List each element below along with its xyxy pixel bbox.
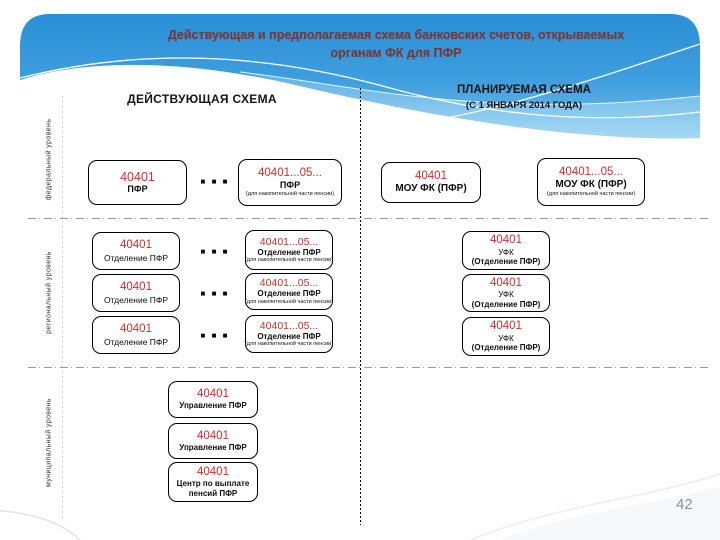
level-label-municipal: муниципальный уровень — [45, 398, 53, 487]
planned-scheme-header: ПЛАНИРУЕМАЯ СХЕМА — [457, 84, 591, 96]
account-number: 40401 — [120, 281, 152, 294]
account-holder: МОУ ФК (ПФР) — [395, 183, 467, 195]
account-box-upravlenie-2: 40401 Управление ПФР — [168, 423, 258, 459]
account-box-payment-center: 40401 Центр по выплате пенсий ПФР — [168, 462, 258, 502]
account-number: 40401...05... — [259, 277, 319, 290]
header-wave-decoration — [19, 14, 701, 139]
account-holder: УФК — [498, 247, 514, 257]
account-box-ufk-2: 40401 УФК (Отделение ПФР) — [462, 274, 550, 312]
account-holder: ПФР — [279, 180, 301, 191]
ellipsis-regional-1: ■ ■ ■ — [200, 247, 230, 256]
account-number: 40401...05... — [559, 165, 623, 178]
level-label-regional: региональный уровень — [45, 251, 53, 334]
account-box-federal-pfr-multi: 40401...05... ПФР (для накопительной час… — [238, 159, 342, 206]
account-holder: Отделение ПФР — [257, 331, 321, 341]
account-number: 40401 — [415, 169, 447, 182]
account-note: (для накопительной части пенсии) — [244, 257, 334, 264]
account-holder: Отделение ПФР — [103, 294, 169, 305]
account-number: 40401 — [490, 320, 522, 333]
account-number: 40401 — [120, 323, 152, 336]
account-box-federal-mou: 40401 МОУ ФК (ПФР) — [381, 162, 481, 203]
account-holder: Отделение ПФР — [257, 289, 321, 299]
account-number: 40401 — [120, 169, 155, 184]
account-number: 40401 — [197, 465, 229, 478]
account-number: 40401...05... — [259, 319, 319, 332]
account-holder-sub: (Отделение ПФР) — [471, 299, 541, 309]
account-number: 40401...05... — [259, 235, 319, 248]
account-box-regional-otdelenie-3: 40401 Отделение ПФР — [92, 316, 180, 354]
account-box-ufk-3: 40401 УФК (Отделение ПФР) — [462, 317, 550, 356]
account-box-federal-pfr: 40401 ПФР — [88, 160, 187, 205]
ellipsis-regional-2: ■ ■ ■ — [200, 289, 230, 298]
slide-title: Действующая и предполагаемая схема банко… — [167, 28, 625, 60]
account-holder: Отделение ПФР — [103, 336, 169, 347]
account-box-upravlenie-1: 40401 Управление ПФР — [168, 381, 258, 418]
account-box-federal-mou-multi: 40401...05... МОУ ФК (ПФР) (для накопите… — [537, 158, 645, 206]
page-number: 42 — [676, 496, 693, 513]
account-number: 40401...05... — [258, 166, 322, 179]
account-holder: ПФР — [127, 184, 148, 195]
account-box-regional-otdelenie-2: 40401 Отделение ПФР — [92, 274, 180, 312]
current-scheme-header: ДЕЙСТВУЮЩАЯ СХЕМА — [127, 92, 277, 106]
account-note: (для накопительной части пенсии) — [244, 298, 334, 305]
ellipsis-regional-3: ■ ■ ■ — [200, 331, 230, 340]
level-label-federal: федеральный уровень — [45, 118, 53, 201]
account-holder-sub: (Отделение ПФР) — [471, 343, 541, 353]
account-number: 40401 — [197, 429, 229, 442]
scheme-divider-vertical — [360, 88, 361, 525]
account-holder-sub: (Отделение ПФР) — [471, 257, 541, 267]
footer-wave-decoration — [0, 473, 720, 540]
ellipsis-federal: ■ ■ ■ — [200, 177, 230, 186]
planned-scheme-subheader: (С 1 ЯНВАРЯ 2014 ГОДА) — [465, 100, 583, 111]
account-note: (для накопительной части пенсии) — [244, 341, 334, 348]
account-holder: Отделение ПФР — [257, 247, 321, 257]
account-box-regional-multi-2: 40401...05... Отделение ПФР (для накопит… — [245, 273, 333, 310]
account-holder: Управление ПФР — [179, 401, 247, 411]
account-holder: МОУ ФК (ПФР) — [555, 179, 627, 191]
level-divider-regional-municipal — [28, 367, 710, 368]
level-column-separator — [62, 96, 63, 518]
account-holder: Управление ПФР — [179, 442, 247, 452]
level-divider-federal-regional — [28, 218, 710, 219]
account-holder: УФК — [498, 333, 514, 343]
account-note: (для накопительной части пенсии) — [546, 191, 636, 198]
account-holder: Отделение ПФР — [103, 252, 169, 263]
account-note: (для накопительной части пенсии) — [245, 190, 335, 197]
account-number: 40401 — [197, 388, 229, 401]
account-box-ufk-1: 40401 УФК (Отделение ПФР) — [462, 231, 550, 270]
account-holder: УФК — [498, 290, 514, 300]
account-holder: Центр по выплате пенсий ПФР — [176, 479, 250, 498]
account-box-regional-multi-3: 40401...05... Отделение ПФР (для накопит… — [245, 315, 333, 353]
account-box-regional-multi-1: 40401...05... Отделение ПФР (для накопит… — [245, 230, 333, 270]
account-number: 40401 — [490, 276, 522, 289]
account-box-regional-otdelenie-1: 40401 Отделение ПФР — [92, 232, 180, 270]
account-number: 40401 — [490, 234, 522, 247]
account-number: 40401 — [120, 239, 152, 252]
